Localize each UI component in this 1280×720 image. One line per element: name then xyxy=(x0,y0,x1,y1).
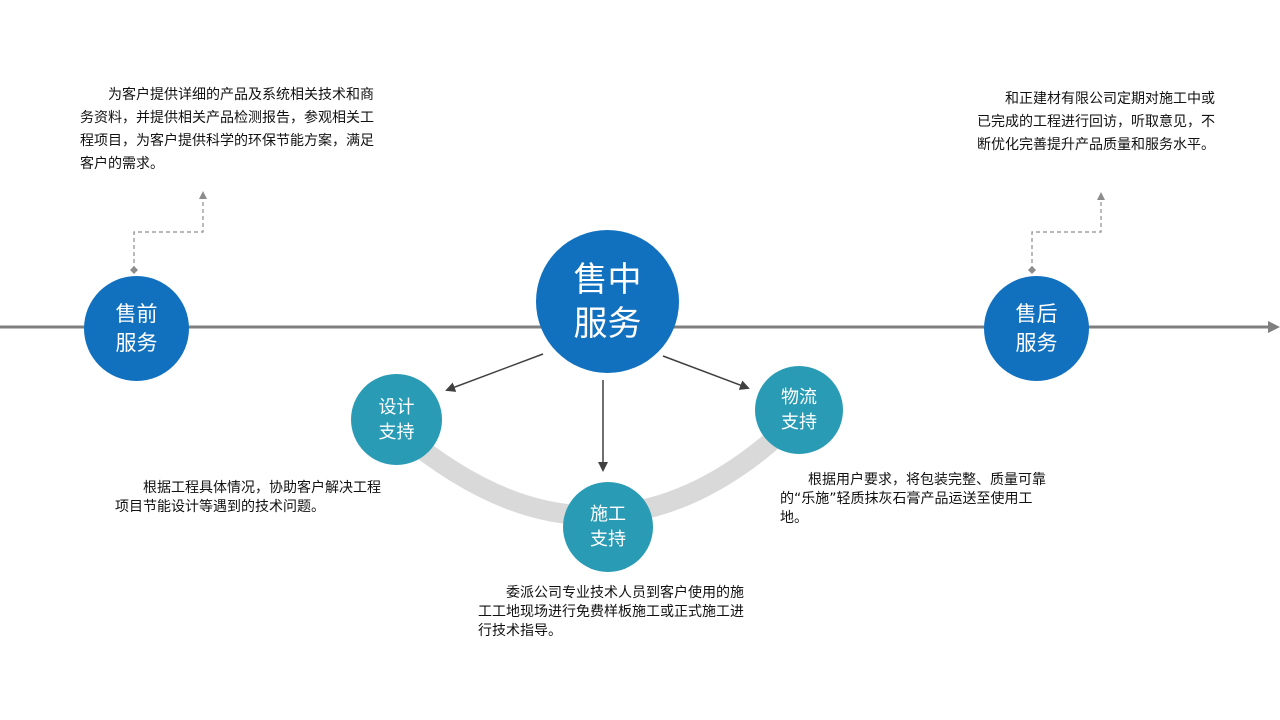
pre-sale-node: 售前 服务 xyxy=(84,276,189,381)
connector-pre-sale xyxy=(133,196,204,270)
pre-sale-description: 为客户提供详细的产品及系统相关技术和商务资料，并提供相关产品检测报告，参观相关工… xyxy=(80,87,374,172)
connector-after-sale xyxy=(1031,198,1102,270)
design-description: 根据工程具体情况，协助客户解决工程项目节能设计等遇到的技术问题。 xyxy=(115,480,381,515)
after-sale-line1: 售后 xyxy=(1015,301,1058,326)
design-support-node: 设计 支持 xyxy=(351,374,442,465)
logistics-support-node: 物流 支持 xyxy=(755,366,843,454)
connector-pre-sale-diamond-icon xyxy=(130,266,138,274)
after-sale-description: 和正建材有限公司定期对施工中或已完成的工程进行回访，听取意见，不断优化完善提升产… xyxy=(977,91,1215,153)
design-line1: 设计 xyxy=(378,396,415,418)
pre-sale-line1: 售前 xyxy=(115,301,158,326)
in-sale-line1: 售中 xyxy=(573,259,642,300)
in-sale-node: 售中 服务 xyxy=(536,230,679,373)
logistics-line1: 物流 xyxy=(781,387,817,408)
arrow-to-logistics xyxy=(662,355,750,390)
pre-sale-line2: 服务 xyxy=(115,330,158,355)
construction-line2: 支持 xyxy=(590,529,626,550)
logistics-line2: 支持 xyxy=(781,412,817,433)
construction-line1: 施工 xyxy=(590,504,626,525)
timeline-arrowhead-icon xyxy=(1268,321,1280,333)
after-sale-node: 售后 服务 xyxy=(984,276,1089,381)
connector-after-sale-diamond-icon xyxy=(1028,266,1036,274)
construction-support-node: 施工 支持 xyxy=(563,482,653,572)
connector-pre-sale-arrow-icon xyxy=(199,191,207,199)
in-sale-line2: 服务 xyxy=(573,303,642,344)
logistics-description: 根据用户要求，将包装完整、质量可靠的“乐施”轻质抹灰石膏产品运送至使用工地。 xyxy=(780,472,1046,526)
arrow-to-design xyxy=(445,353,544,392)
design-line2: 支持 xyxy=(378,421,415,443)
construction-description: 委派公司专业技术人员到客户使用的施工工地现场进行免费样板施工或正式施工进行技术指… xyxy=(478,585,744,639)
after-sale-line2: 服务 xyxy=(1015,330,1058,355)
connector-after-sale-arrow-icon xyxy=(1097,192,1105,200)
